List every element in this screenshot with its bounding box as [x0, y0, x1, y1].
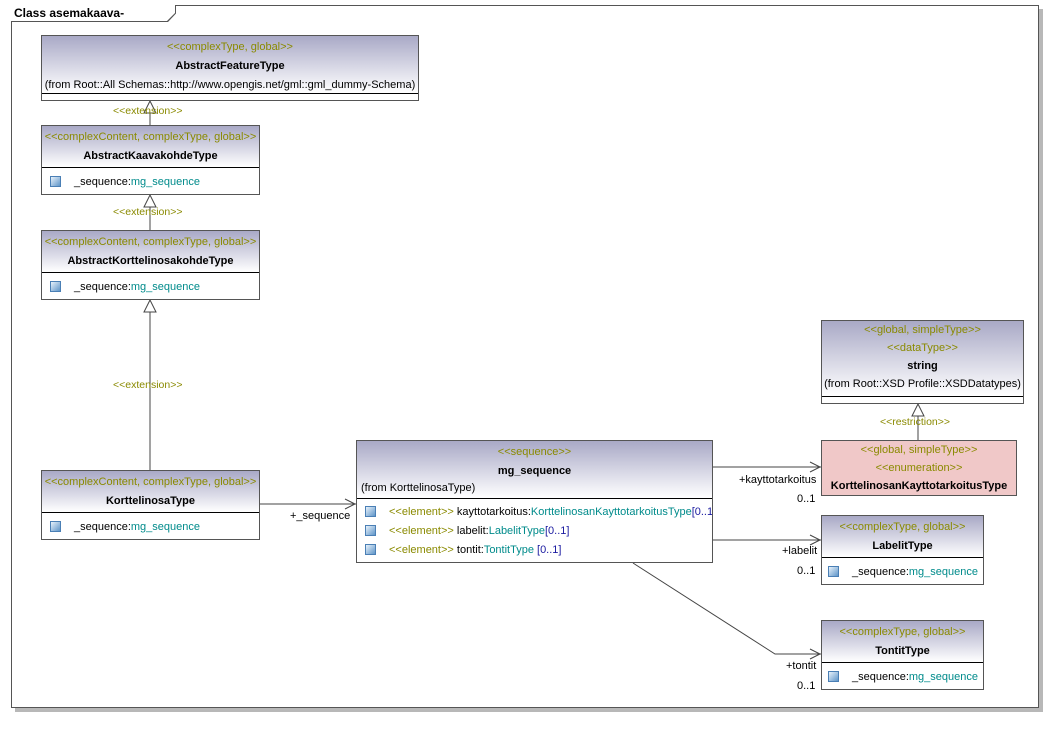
stereotype: <<complexType, global>> [167, 41, 293, 53]
class-origin: (from Root::All Schemas::http://www.open… [44, 79, 416, 91]
labelit-arrow [809, 534, 822, 546]
class-korttelinosa-type[interactable]: <<complexContent, complexType, global>> … [41, 470, 260, 540]
attribute-type: mg_sequence [130, 521, 200, 533]
stereotype: <<complexType, global>> [839, 521, 966, 533]
attribute-name: _sequence: [74, 176, 131, 188]
class-name: KorttelinosaType [105, 495, 196, 507]
class-name: AbstractKaavakohdeType [83, 150, 218, 162]
attribute-type: mg_sequence [908, 671, 978, 683]
attribute-name: labelit: [453, 525, 489, 537]
class-name: AbstractKorttelinosakohdeType [67, 255, 234, 267]
attribute-row[interactable]: _sequence:mg_sequence [822, 563, 983, 582]
class-origin: (from Root::XSD Profile::XSDDatatypes) [824, 378, 1021, 390]
attribute-name: _sequence: [74, 281, 131, 293]
attribute-name: tontit: [453, 544, 484, 556]
extension-label-2: <<extension>> [113, 206, 183, 218]
tontit-association [632, 562, 821, 655]
sequence-role: +_sequence [290, 510, 351, 522]
attribute-row-tontit[interactable]: <<element>> tontit:TontitType [0..1] [357, 541, 712, 560]
class-korttelinosan-kayttotarkoitus-type[interactable]: <<global, simpleType>> <<enumeration>> K… [821, 440, 1017, 496]
kayttotarkoitus-arrow [809, 461, 822, 473]
attribute-type: TontitType [483, 544, 534, 556]
class-name: mg_sequence [497, 465, 572, 477]
attribute-icon [365, 506, 376, 517]
attribute-icon [828, 671, 839, 682]
attribute-icon [828, 566, 839, 577]
tontit-role: +tontit [786, 660, 817, 672]
class-labelit-type[interactable]: <<complexType, global>> LabelitType _seq… [821, 515, 984, 585]
class-abstract-korttelinosakohde-type[interactable]: <<complexContent, complexType, global>> … [41, 230, 260, 300]
class-name: string [907, 360, 938, 372]
extension-arrow-3 [143, 298, 157, 313]
attribute-icon [50, 281, 61, 292]
attribute-type: KorttelinosanKayttotarkoitusType [530, 506, 692, 518]
class-abstract-kaavakohde-type[interactable]: <<complexContent, complexType, global>> … [41, 125, 260, 195]
restriction-arrow [911, 402, 925, 417]
stereotype: <<global, simpleType>> [860, 444, 978, 456]
class-name: AbstractFeatureType [175, 60, 285, 72]
attribute-row[interactable]: _sequence:mg_sequence [42, 173, 259, 192]
stereotype-datatype: <<dataType>> [887, 342, 958, 354]
attribute-multiplicity: [0..1] [533, 544, 562, 556]
kayttotarkoitus-multiplicity: 0..1 [797, 493, 816, 505]
attribute-row-labelit[interactable]: <<element>> labelit:LabelitType[0..1] [357, 522, 712, 541]
class-name: TontitType [875, 645, 930, 657]
stereotype-enumeration: <<enumeration>> [875, 462, 963, 474]
attribute-name: _sequence: [852, 566, 909, 578]
attribute-multiplicity: [0..1] [691, 506, 712, 518]
attribute-icon [365, 525, 376, 536]
attribute-stereotype: <<element>> [389, 506, 454, 518]
attribute-name: _sequence: [852, 671, 909, 683]
extension-arrow-1 [143, 99, 157, 114]
attribute-stereotype: <<element>> [389, 525, 454, 537]
attribute-row-kayttotarkoitus[interactable]: <<element>> kayttotarkoitus:Korttelinosa… [357, 503, 712, 522]
extension-label-1: <<extension>> [113, 105, 183, 117]
kayttotarkoitus-role: +kayttotarkoitus [739, 474, 817, 486]
restriction-label: <<restriction>> [880, 416, 951, 428]
labelit-multiplicity: 0..1 [797, 565, 816, 577]
stereotype: <<sequence>> [497, 446, 572, 458]
class-tontit-type[interactable]: <<complexType, global>> TontitType _sequ… [821, 620, 984, 690]
class-abstract-feature-type[interactable]: <<complexType, global>> AbstractFeatureT… [41, 35, 419, 101]
attribute-icon [50, 521, 61, 532]
stereotype: <<complexContent, complexType, global>> [44, 236, 257, 248]
extension-arrow-2 [143, 193, 157, 208]
attribute-stereotype: <<element>> [389, 544, 454, 556]
sequence-arrow [344, 498, 357, 510]
attribute-type: mg_sequence [130, 281, 200, 293]
class-origin: (from KorttelinosaType) [361, 482, 476, 494]
attribute-type: LabelitType [488, 525, 545, 537]
attribute-row[interactable]: _sequence:mg_sequence [822, 668, 983, 687]
attribute-type: mg_sequence [130, 176, 200, 188]
attribute-icon [365, 544, 376, 555]
attribute-name: _sequence: [74, 521, 131, 533]
tontit-arrow [809, 648, 822, 660]
stereotype: <<complexType, global>> [839, 626, 966, 638]
class-name: KorttelinosanKayttotarkoitusType [830, 480, 1008, 492]
class-string[interactable]: <<global, simpleType>> <<dataType>> stri… [821, 320, 1024, 404]
attribute-row[interactable]: _sequence:mg_sequence [42, 278, 259, 297]
stereotype: <<complexContent, complexType, global>> [44, 131, 257, 143]
labelit-role: +labelit [782, 545, 818, 557]
class-name: LabelitType [872, 540, 933, 552]
attribute-row[interactable]: _sequence:mg_sequence [42, 518, 259, 537]
extension-label-3: <<extension>> [113, 379, 183, 391]
attribute-type: mg_sequence [908, 566, 978, 578]
attribute-multiplicity: [0..1] [544, 525, 570, 537]
attribute-icon [50, 176, 61, 187]
stereotype: <<global, simpleType>> [864, 324, 981, 336]
stereotype: <<complexContent, complexType, global>> [44, 476, 257, 488]
tontit-multiplicity: 0..1 [797, 680, 816, 692]
class-mg-sequence[interactable]: <<sequence>> mg_sequence (from Korttelin… [356, 440, 713, 563]
attribute-name: kayttotarkoitus: [453, 506, 531, 518]
